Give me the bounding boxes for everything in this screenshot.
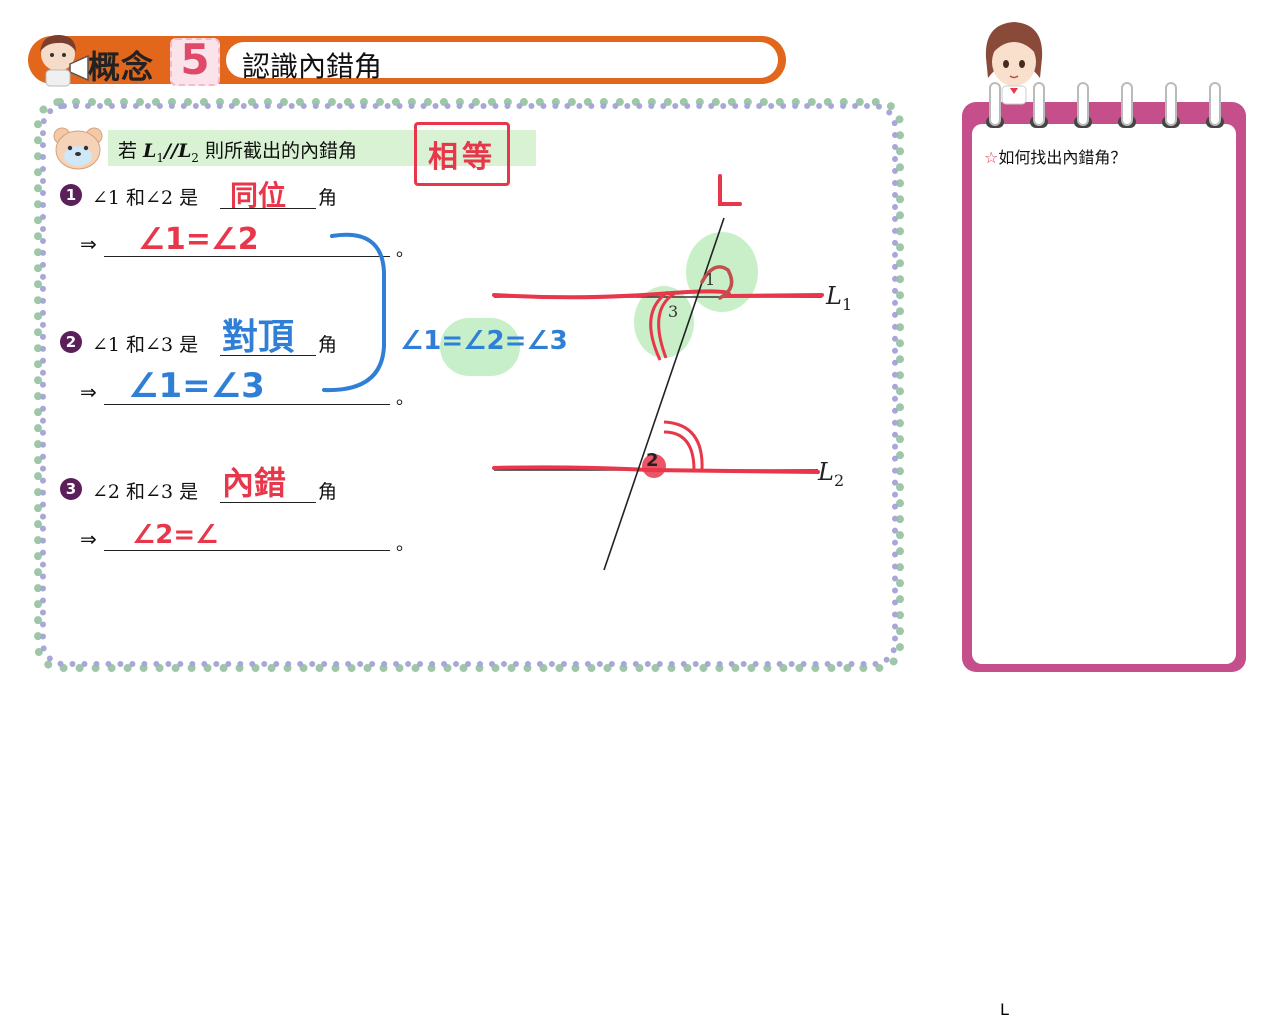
question-3-blank xyxy=(220,502,316,503)
question-2-answer: 對頂 xyxy=(222,317,295,358)
parallel-lines-diagram xyxy=(492,174,824,571)
question-3-answer: 內錯 xyxy=(222,464,287,502)
question-2-blank xyxy=(220,355,316,356)
question-1-blank xyxy=(220,208,316,209)
premise-statement: 若 L1//L2 則所截出的內錯角 xyxy=(118,136,357,165)
question-3-period: 。 xyxy=(396,534,414,555)
premise-l2-sub: 2 xyxy=(191,150,199,165)
notebook-ring xyxy=(989,82,1001,126)
question-3-number: 3 xyxy=(60,478,82,500)
line-l1-label: L1 xyxy=(826,282,852,314)
notebook-question: 如何找出內錯角？ xyxy=(998,148,1127,167)
premise-l1: L xyxy=(143,140,157,162)
question-1-relation-blank xyxy=(104,256,390,257)
question-2-implies: ⇒ xyxy=(80,380,97,404)
question-1-period: 。 xyxy=(396,240,414,261)
line-l2-label: L2 xyxy=(818,458,844,490)
premise-suffix: 則所截出的內錯角 xyxy=(198,140,357,162)
question-1-implies: ⇒ xyxy=(80,232,97,256)
question-3-relation: ∠2=∠ xyxy=(132,520,219,550)
question-3-relation-blank xyxy=(104,550,390,551)
header-title-field xyxy=(226,42,778,78)
question-3-suffix: 角 xyxy=(318,481,338,503)
line-l1-letter: L xyxy=(826,282,842,310)
star-icon: ☆ xyxy=(984,148,999,167)
question-1-number: 1 xyxy=(60,184,82,206)
premise-prefix: 若 xyxy=(118,140,144,162)
line-l1-sub: 1 xyxy=(841,294,853,314)
question-2-relation: ∠1=∠3 xyxy=(128,366,265,406)
concept-label: 概念 xyxy=(88,48,155,86)
question-2-number: 2 xyxy=(60,331,82,353)
notebook-ring xyxy=(1033,82,1045,126)
notebook-ring xyxy=(1209,82,1221,126)
brace-note: ∠1=∠2=∠3 xyxy=(400,326,568,356)
content-frame-outer xyxy=(34,98,904,672)
question-2-relation-blank xyxy=(104,404,390,405)
bear-mascot-icon xyxy=(53,127,103,170)
question-2-period: 。 xyxy=(396,388,414,409)
content-frame-inner xyxy=(40,103,898,667)
line-l2-sub: 2 xyxy=(833,470,845,490)
megaphone-girl-icon xyxy=(40,34,89,87)
question-3-text: ∠2 和∠3 是 xyxy=(92,481,199,503)
angle-3-label: 3 xyxy=(668,302,679,321)
premise-l1-sub: 1 xyxy=(156,150,165,165)
concept-number: 5 xyxy=(180,35,210,84)
premise-l2: L xyxy=(177,140,192,162)
premise-answer-box xyxy=(414,122,510,186)
angle-1-label: 1 xyxy=(705,270,716,289)
blue-brace-annotation xyxy=(322,232,386,393)
girl-mascot-icon xyxy=(985,22,1043,105)
notebook-page xyxy=(972,124,1236,664)
line-l2-letter: L xyxy=(818,458,834,486)
premise-highlight xyxy=(108,130,536,166)
premise-answer: 相等 xyxy=(428,140,496,175)
notebook-ring xyxy=(1165,82,1177,126)
transversal-label: L xyxy=(1000,1000,1009,1019)
question-3-implies: ⇒ xyxy=(80,527,97,551)
notebook-title: ☆如何找出內錯角？ xyxy=(984,144,1126,168)
concept-number-box xyxy=(170,38,220,86)
notebook-ring xyxy=(1121,82,1133,126)
question-2-suffix: 角 xyxy=(318,334,338,356)
premise-sep: // xyxy=(164,140,178,162)
question-2-text: ∠1 和∠3 是 xyxy=(92,334,199,356)
question-1-text: ∠1 和∠2 是 xyxy=(92,187,199,209)
question-1-answer: 同位 xyxy=(230,179,287,212)
notebook-ring xyxy=(1077,82,1089,126)
page-title: 認識內錯角 xyxy=(242,50,383,83)
question-1-relation: ∠1=∠2 xyxy=(138,222,259,257)
angle-2-label: 2 xyxy=(646,450,659,471)
brace-note-highlight xyxy=(440,318,520,376)
question-1-suffix: 角 xyxy=(318,187,338,209)
